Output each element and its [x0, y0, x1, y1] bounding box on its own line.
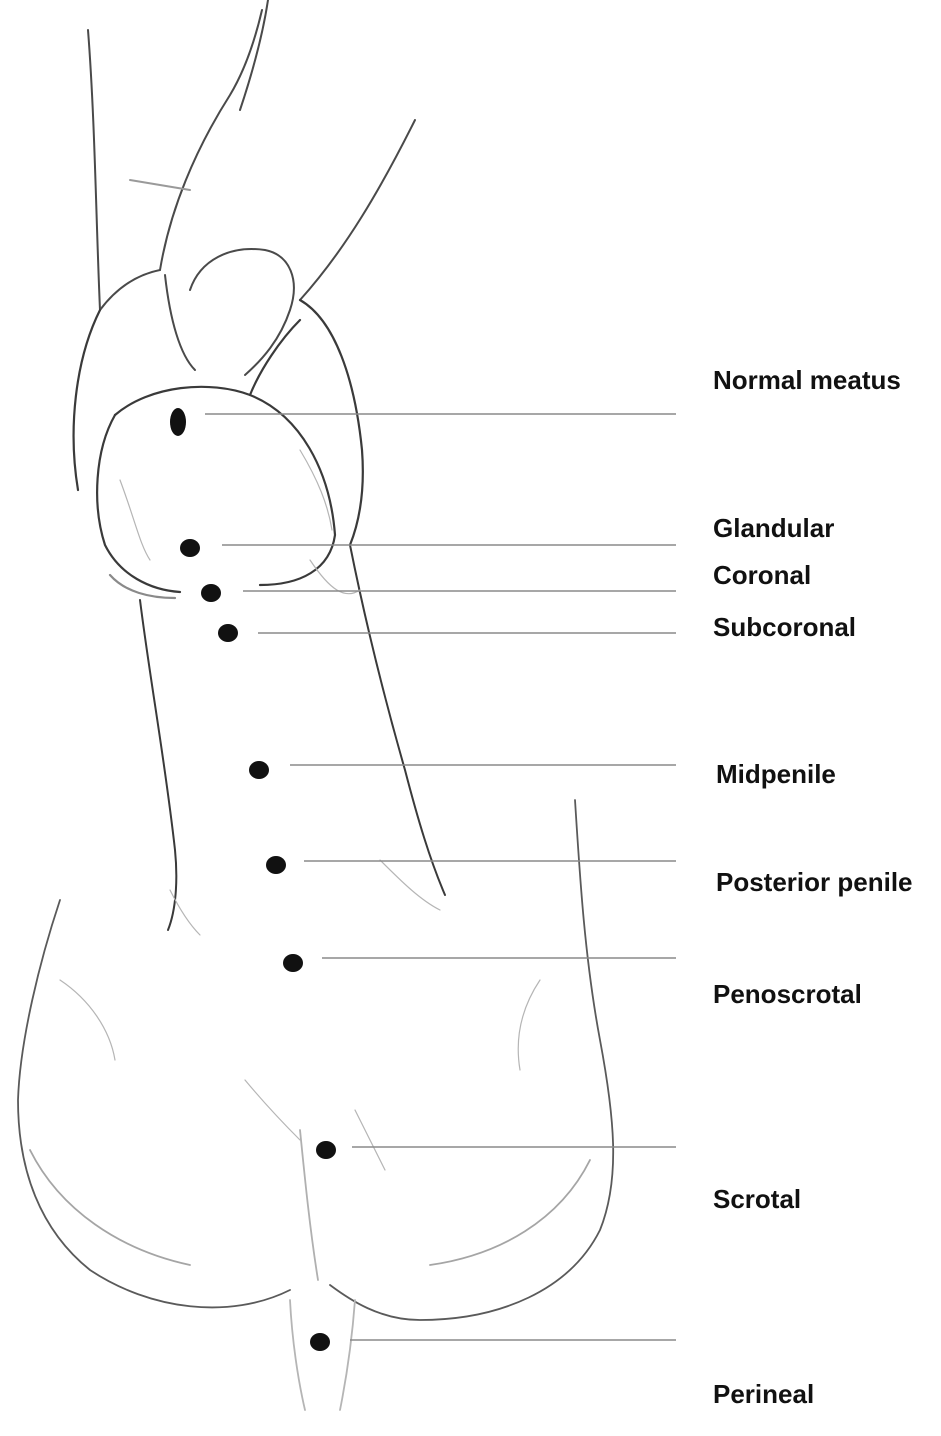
- scrotal-label: Scrotal: [713, 1184, 802, 1214]
- scrotum-sketch: [17, 799, 615, 1411]
- posterior-penile-meatus-dot: [266, 856, 286, 874]
- subcoronal-meatus-dot: [218, 624, 238, 642]
- shading-strokes: [59, 449, 541, 1171]
- subcoronal-label: Subcoronal: [713, 612, 857, 642]
- meatus-dots: [170, 408, 336, 1351]
- penoscrotal-label: Penoscrotal: [713, 979, 862, 1009]
- penoscrotal-meatus-dot: [283, 954, 303, 972]
- coronal-meatus-dot: [201, 584, 221, 602]
- shaft-sketch: [139, 544, 446, 931]
- hand-sketch: [87, 0, 416, 376]
- midpenile-label: Midpenile: [716, 759, 836, 789]
- posterior-penile-label: Posterior penile: [716, 867, 913, 897]
- coronal-label: Coronal: [713, 560, 812, 590]
- perineal-label: Perineal: [713, 1379, 815, 1409]
- glandular-meatus-dot: [180, 539, 200, 557]
- normal-meatus-meatus-dot: [170, 408, 186, 436]
- scrotal-meatus-dot: [316, 1141, 336, 1159]
- glandular-label: Glandular: [713, 513, 835, 543]
- glans-sketch: [72, 298, 364, 600]
- perineal-meatus-dot: [310, 1333, 330, 1351]
- normal-meatus-label: Normal meatus: [713, 365, 901, 395]
- midpenile-meatus-dot: [249, 761, 269, 779]
- leader-lines: [205, 413, 676, 1341]
